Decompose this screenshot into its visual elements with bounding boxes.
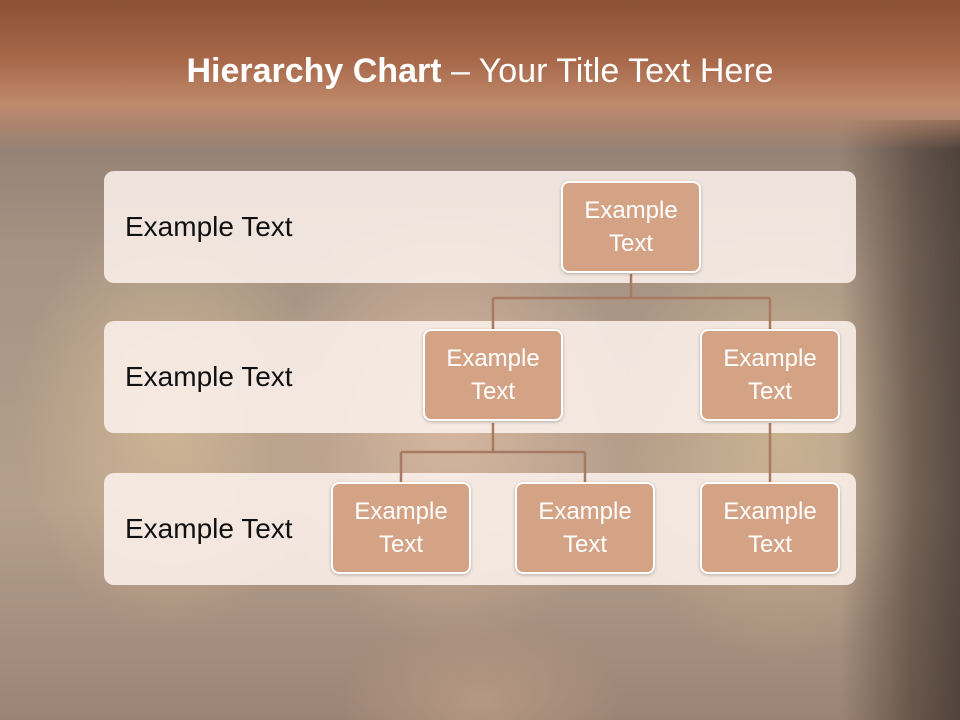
level-band-1: [104, 171, 856, 283]
title-bold: Hierarchy Chart: [186, 52, 442, 90]
level-label-2: Example Text: [125, 361, 293, 392]
node-root[interactable]: Example Text: [561, 181, 701, 273]
node-child-left[interactable]: Example Text: [423, 329, 563, 421]
slide-title: Hierarchy Chart – Your Title Text Here: [0, 52, 960, 91]
node-grandchild-3[interactable]: Example Text: [700, 482, 840, 574]
title-band: [0, 0, 960, 150]
title-rest: – Your Title Text Here: [441, 52, 774, 90]
node-grandchild-1[interactable]: Example Text: [331, 482, 471, 574]
node-child-right[interactable]: Example Text: [700, 329, 840, 421]
level-label-1: Example Text: [125, 211, 293, 242]
node-grandchild-2[interactable]: Example Text: [515, 482, 655, 574]
level-label-3: Example Text: [125, 513, 293, 544]
background-shadow: [840, 120, 960, 720]
